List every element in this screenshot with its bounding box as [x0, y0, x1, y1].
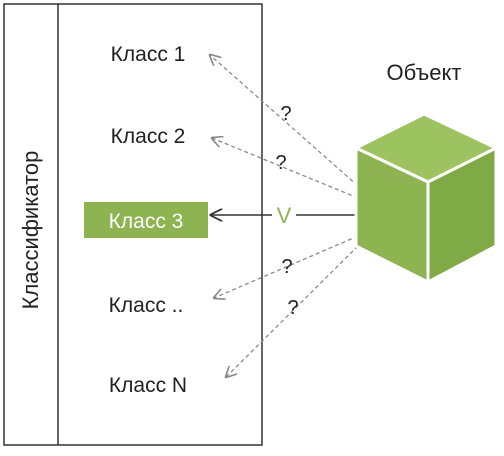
- class-item-1: Класс 1: [111, 43, 186, 66]
- object-label: Объект: [387, 60, 462, 85]
- class-label: Класс 2: [111, 125, 186, 148]
- class-item-3-selected: Класс 3: [84, 202, 208, 238]
- class-label: Класс 1: [111, 43, 186, 66]
- edge-label-unknown-5: ?: [287, 297, 298, 319]
- cube-right-face: [426, 145, 498, 285]
- class-label: Класс N: [109, 374, 187, 397]
- class-item-2: Класс 2: [111, 125, 186, 148]
- class-label: Класс ..: [109, 294, 184, 317]
- arrow-to-class-n: [226, 245, 359, 377]
- class-item-5: Класс N: [109, 374, 187, 397]
- edge-label-match: V: [277, 203, 292, 228]
- selected-class-highlight: [84, 202, 208, 238]
- edge-label-unknown-2: ?: [275, 152, 286, 174]
- class-label: Класс 3: [109, 210, 184, 233]
- match-label-backdrop: [272, 202, 296, 228]
- arrow-to-class-2: [212, 138, 359, 199]
- edge-label-unknown-1: ?: [280, 103, 291, 125]
- edge-label-unknown-4: ?: [281, 256, 292, 278]
- arrow-to-class-4: [214, 235, 359, 298]
- class-item-4: Класс ..: [109, 294, 184, 317]
- arrow-to-class-1: [210, 55, 359, 187]
- object-cube: [352, 112, 500, 285]
- classifier-label: Классификатор: [18, 151, 43, 310]
